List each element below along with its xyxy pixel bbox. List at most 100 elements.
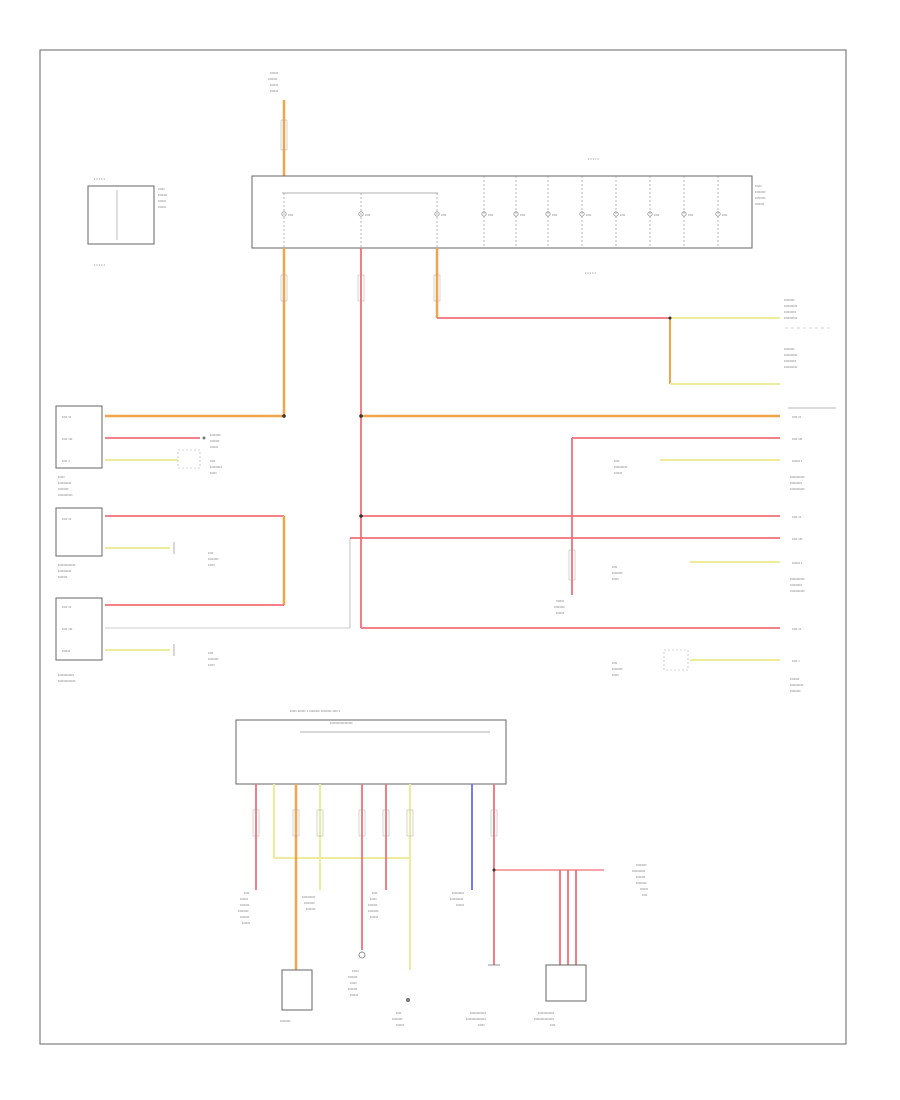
svg-text:••••••: •••••• [370, 915, 379, 919]
svg-text:•••••••: ••••••• [210, 439, 220, 443]
svg-text:••••••••: •••••••• [612, 571, 623, 575]
fuse-row: ••••••••••••••••••••••••••••••••••••••••… [281, 176, 728, 248]
svg-text:•••••••••••••: ••••••••••••• [58, 563, 76, 567]
svg-text:•••••: ••••• [370, 897, 377, 901]
svg-text:•••• •: •••• • [62, 459, 70, 463]
svg-text:••••••••: •••••••• [238, 909, 249, 913]
svg-text:••••: •••• [208, 651, 214, 655]
svg-text:• • • • •: • • • • • [588, 157, 600, 161]
svg-text:••••••••: •••••••• [280, 1019, 291, 1023]
svg-text:•••••••••: ••••••••• [452, 891, 465, 895]
left-connector-2: •••• •• ••••••••••••• •••••••••• ••••••• [55, 507, 103, 579]
svg-text:•••• •: •••• • [792, 659, 800, 663]
svg-text:•••••: ••••• [478, 1023, 485, 1027]
right-branch-top: •••••••• •••••••••• ••••••••• ••••••••••… [437, 298, 830, 385]
svg-text:•••• •••: •••• ••• [62, 437, 73, 441]
svg-text:••••••••••: •••••••••• [614, 465, 628, 469]
svg-text:••••••••••: •••••••••• [784, 316, 798, 320]
fuse-side-component: • • • • • • • • • • ••••• ••••••• ••••••… [87, 177, 168, 267]
svg-text:••••••: •••••• [614, 471, 623, 475]
svg-text:• • • • •: • • • • • [94, 177, 106, 181]
middle-harness [105, 414, 780, 661]
svg-text:• • • • •: • • • • • [585, 271, 597, 275]
svg-text:••••••••: •••••••• [210, 433, 221, 437]
svg-text:•••••••••••••••••: ••••••••••••••••• [330, 721, 353, 725]
svg-text:•••••••: ••••••• [368, 903, 378, 907]
svg-text:•••• •••: •••• ••• [62, 627, 73, 631]
svg-text:•••••••: ••••••• [790, 677, 800, 681]
svg-text:••••••: •••••• [240, 897, 249, 901]
svg-text:••••: •••• [614, 459, 620, 463]
svg-text:•••••••: ••••••• [636, 875, 646, 879]
svg-text:••••••: •••••• [270, 89, 279, 93]
svg-text:••••••••: •••••••• [755, 190, 766, 194]
svg-text:••••••: •••••• [396, 1023, 405, 1027]
module-outputs [252, 784, 604, 970]
svg-text:•••••••: ••••••• [158, 193, 168, 197]
fuse: •••• [434, 193, 447, 248]
svg-text:••••••••••: •••••••••• [784, 365, 798, 369]
svg-text:••••••••••: •••••••••• [784, 304, 798, 308]
svg-text:••••••••: •••••••• [304, 901, 315, 905]
svg-text:••••••••••••: •••••••••••• [538, 1011, 555, 1015]
svg-text:••••••: •••••• [350, 993, 359, 997]
svg-text:•••• •••: •••• ••• [792, 537, 803, 541]
svg-text:••••••: •••••• [270, 71, 279, 75]
svg-text:•••••••: ••••••• [348, 987, 358, 991]
svg-text:••••: •••• [488, 213, 494, 217]
svg-text:•••••••: ••••••• [306, 907, 316, 911]
fuse: •••• [545, 176, 558, 248]
svg-text:••••••••: •••••••• [636, 881, 647, 885]
svg-text:•••••: ••••• [350, 981, 357, 985]
svg-text:•••••••••••: ••••••••••• [790, 577, 805, 581]
svg-text:••••: •••• [552, 213, 558, 217]
svg-text:•••••: ••••• [58, 475, 65, 479]
svg-text:••••••••••: •••••••••• [302, 895, 316, 899]
svg-text:••••••: •••••• [556, 611, 565, 615]
svg-text:••••••••••••: •••••••••••• [58, 673, 75, 677]
svg-text:•••••••••••••••: ••••••••••••••• [466, 1017, 487, 1021]
svg-text:••••: •••• [688, 213, 694, 217]
svg-text:•••••••••: ••••••••• [790, 583, 803, 587]
svg-text:••••••: •••••• [242, 921, 251, 925]
svg-text:••••••••••: •••••••••• [58, 569, 72, 573]
right-connectors: •••• •• •••• ••• •••••• • ••••••••••• ••… [788, 407, 836, 693]
fuse-box: • • • • • • • • • • ••••• •••••••• •••••… [251, 157, 766, 275]
diagram-border [39, 49, 847, 1045]
svg-text:•••••••••••••: ••••••••••••• [58, 679, 76, 683]
control-module: ••••• •••••• • •••••••• •••••••• •••• • … [235, 709, 507, 785]
svg-text:•••• ••: •••• •• [62, 415, 72, 419]
svg-text:••••: •••• [722, 213, 728, 217]
svg-text:••••••••: •••••••• [208, 557, 219, 561]
svg-text:••••••••••: •••••••••• [784, 353, 798, 357]
svg-text:•••••••••: ••••••••• [210, 465, 223, 469]
svg-text:•••••: ••••• [210, 471, 217, 475]
fuse: •••• [613, 176, 626, 248]
svg-text:••••••••: •••••••• [784, 347, 795, 351]
svg-text:••••: •••• [396, 1011, 402, 1015]
svg-text:••••••••: •••••••• [368, 909, 379, 913]
svg-text:•••••••: ••••••• [58, 575, 68, 579]
svg-text:••••••••: •••••••• [612, 667, 623, 671]
svg-text:•••••: ••••• [755, 184, 762, 188]
svg-text:••••••: •••••• [210, 445, 219, 449]
svg-text:•••••: ••••• [208, 563, 215, 567]
svg-text:•••••••: ••••••• [240, 903, 250, 907]
svg-text:•••••••: ••••••• [268, 77, 278, 81]
svg-text:••••: •••• [372, 891, 378, 895]
svg-text:••••••••: •••••••• [208, 657, 219, 661]
fuse: •••• [681, 176, 694, 248]
svg-text:••••••: •••••• [556, 599, 565, 603]
svg-text:••••••: •••••• [456, 903, 465, 907]
power-feed-top: •••••• ••••••• •••••• •••••• [268, 71, 288, 176]
svg-text:•••••: ••••• [158, 187, 165, 191]
svg-text:•••••••••: ••••••••• [784, 310, 797, 314]
svg-text:••••••: •••••• [640, 887, 649, 891]
svg-text:••••: •••• [550, 1023, 556, 1027]
svg-text:••••••••: •••••••• [636, 863, 647, 867]
svg-text:••••••••••: •••••••••• [58, 481, 72, 485]
svg-text:••••: •••• [654, 213, 660, 217]
right-small-components: •••• •••••••••• •••••• •••• •••••••• •••… [554, 459, 689, 677]
svg-text:•••••••••••: ••••••••••• [790, 475, 805, 479]
